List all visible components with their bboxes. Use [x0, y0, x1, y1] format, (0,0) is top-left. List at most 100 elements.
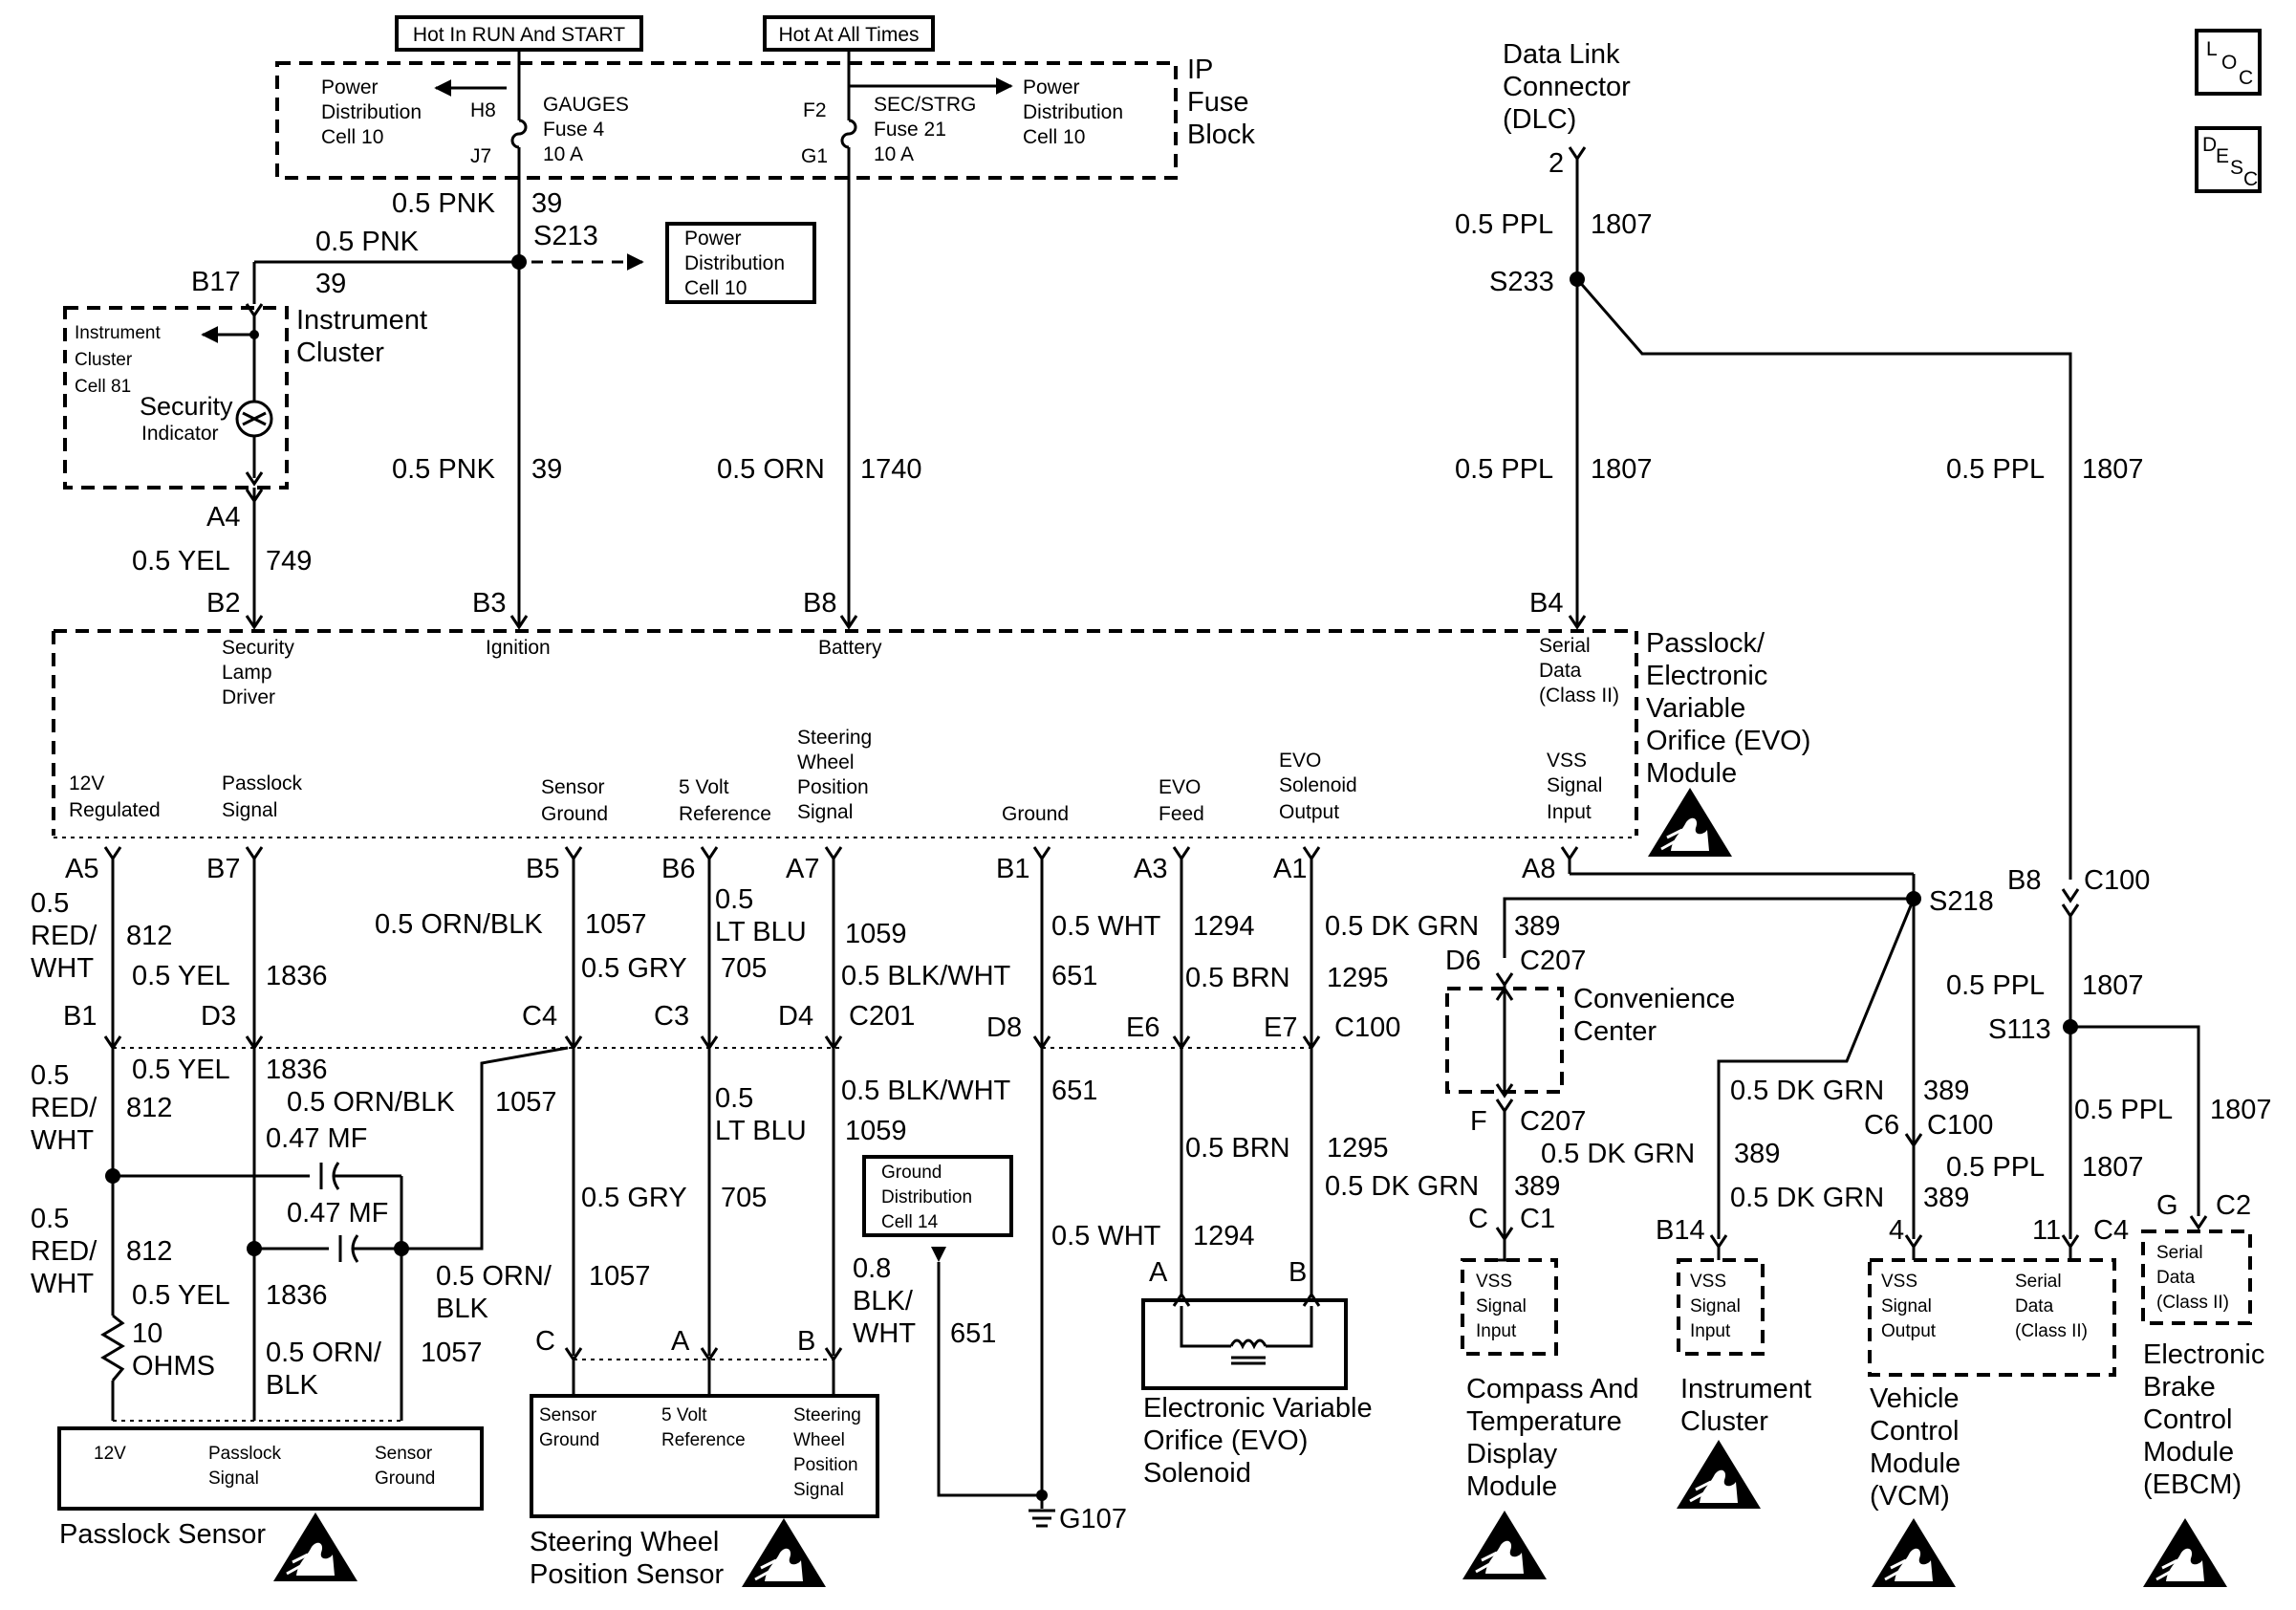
compass-name-1: Compass And — [1466, 1374, 1639, 1404]
conn-c100-right-label: C100 — [2084, 865, 2150, 896]
evo-pin-a-label: A — [1149, 1257, 1168, 1288]
desc-letter-s: S — [2230, 157, 2243, 179]
w812-b-1: 0.5 — [31, 1060, 69, 1091]
vcm-pin-4: 4 — [1889, 1215, 1904, 1246]
lbl-vss-1: VSS — [1547, 750, 1587, 772]
esd-ebcm-icon — [2141, 1516, 2229, 1589]
pin-b2-label: B2 — [206, 588, 240, 619]
convenience-label-1: Convenience — [1573, 984, 1735, 1014]
lbl-evo-sol-2: Solenoid — [1279, 774, 1357, 796]
cluster2-box-3: Input — [1690, 1321, 1731, 1341]
pin-a3-label: A3 — [1134, 854, 1167, 884]
connector-a4-label: A4 — [206, 502, 240, 533]
lbl-sensor-ground-2: Ground — [541, 803, 608, 825]
wire-1059: 1059 1059 0.5 BLK/WHT 0.5 BLK/WHT — [824, 859, 1011, 1356]
w1807-d-wire: 0.5 PPL — [2074, 1095, 2173, 1125]
desc-icon[interactable]: D E S C — [2195, 126, 2262, 193]
dlc-label-2: Connector — [1503, 72, 1631, 102]
wire-1807-label-3: 1807 — [2082, 454, 2144, 485]
w1057-ornblk-b2: BLK — [436, 1294, 488, 1324]
secstrg-fuse-number: Fuse 21 — [874, 119, 946, 141]
power-distribution-box: Power Distribution Cell 10 — [665, 222, 816, 304]
cluster2-box-2: Signal — [1690, 1296, 1741, 1316]
hot-in-run-and-start-label: Hot In RUN And START — [395, 15, 643, 52]
wire-1295: 0.5 BRN 1295 0.5 BRN 1295 B 0.5 DK GRN — [1185, 859, 1479, 1295]
w705-b-circuit: 705 — [721, 1183, 767, 1213]
evo-sol-name-1: Electronic Variable — [1143, 1393, 1373, 1424]
cluster2-box-1: VSS — [1690, 1272, 1726, 1292]
ip-fuse-block: IP Fuse Block Power Distribution Cell 10… — [275, 54, 1255, 180]
swps-lbl-6: Wheel — [793, 1430, 845, 1450]
ebcm-name-3: Control — [2143, 1404, 2233, 1435]
w389-top-wire: 0.5 DK GRN — [1325, 911, 1479, 942]
gauges-fuse: H8 J7 GAUGES Fuse 4 10 A — [470, 63, 629, 178]
swps-lbl-5: Steering — [793, 1405, 861, 1425]
loc-letter-o: O — [2221, 52, 2237, 74]
conn-c6-label: C6 — [1864, 1110, 1899, 1141]
conn-d6-label: D6 — [1445, 946, 1481, 976]
gauges-fuse-out-pin: J7 — [470, 145, 491, 167]
w1294-b-wire: 0.5 WHT — [1051, 1221, 1161, 1251]
w1836-c-wire: 0.5 YEL — [132, 1280, 230, 1311]
w1807-d-circuit: 1807 — [2210, 1095, 2272, 1125]
w389-b-circuit: 389 — [1734, 1139, 1780, 1169]
lbl-steering-4: Signal — [797, 801, 853, 823]
wire-yel-749-label: 0.5 YEL — [132, 546, 230, 577]
swps-pin-c: C — [535, 1326, 555, 1357]
lbl-security-1: Security — [222, 637, 294, 659]
w651-c-circuit: 651 — [950, 1318, 996, 1349]
esd-warning-icon — [1646, 786, 1734, 859]
pin-a7-label: A7 — [786, 854, 819, 884]
pin-b1-label: B1 — [996, 854, 1029, 884]
lbl-battery: Battery — [818, 637, 882, 659]
conn-e7-label: E7 — [1264, 1012, 1297, 1043]
wire-1836: 0.5 YEL 1836 D3 0.5 YEL 1836 0.5 YEL 183… — [132, 859, 328, 1421]
pin-a1-label: A1 — [1273, 854, 1307, 884]
w1807-c-wire: 0.5 PPL — [1946, 970, 2045, 1001]
vcm-name-2: Control — [1870, 1416, 1960, 1447]
vcm-right-3: (Class II) — [2015, 1321, 2088, 1341]
loc-icon[interactable]: L O C — [2195, 29, 2262, 96]
wire-39-label-1: 39 — [531, 188, 562, 219]
w1057-circuit-c: 1057 — [421, 1338, 483, 1368]
cap1-label: 0.47 MF — [266, 1123, 367, 1154]
conn-c207-bottom-label: C207 — [1520, 1106, 1586, 1137]
vehicle-control-module: VSS Signal Output Serial Data (Class II)… — [1868, 1247, 2116, 1589]
passlock-sensor-name: Passlock Sensor — [59, 1519, 266, 1550]
gauges-fuse-name: GAUGES — [543, 94, 629, 116]
conn-d4-label: D4 — [778, 1001, 813, 1032]
vcm-left-2: Signal — [1881, 1296, 1932, 1316]
compass-box-3: Input — [1476, 1321, 1517, 1341]
conn-c100-label: C100 — [1334, 1012, 1400, 1043]
esd-compass-icon — [1461, 1509, 1549, 1581]
w1294-b-circuit: 1294 — [1193, 1221, 1255, 1251]
vcm-pin-11: 11 — [2032, 1215, 2061, 1246]
ebcm-box-2: Data — [2156, 1268, 2196, 1288]
serial-data-right: B8 C100 0.5 PPL 1807 S113 0.5 PPL 1807 0… — [1946, 865, 2272, 1250]
w651-a-wire: 0.5 BLK/WHT — [841, 961, 1011, 991]
lbl-12v-1: 12V — [69, 772, 104, 794]
vss-network-389: S218 0.5 DK GRN 389 D6 C207 Convenience … — [1325, 859, 1994, 1250]
instrument-cluster-security: Instrument Cluster Instrument Cluster Ce… — [63, 303, 427, 608]
wire-39-label-3: 39 — [531, 454, 562, 485]
wire-pnk-label-3: 0.5 PNK — [392, 454, 496, 485]
vcm-name-1: Vehicle — [1870, 1383, 1960, 1414]
dlc-label-3: (DLC) — [1503, 104, 1576, 135]
swps-lbl-7: Position — [793, 1455, 858, 1475]
swps-pin-b: B — [797, 1326, 815, 1357]
w651-a-circuit: 651 — [1051, 961, 1097, 991]
module-name-5: Module — [1646, 758, 1737, 789]
w389-b-wire: 0.5 DK GRN — [1541, 1139, 1695, 1169]
wire-1807-label-2: 1807 — [1591, 454, 1653, 485]
cluster-inner-1: Instrument — [75, 323, 161, 343]
w389-a-circuit: 389 — [1514, 911, 1560, 942]
w1057-circuit-b: 1057 — [589, 1261, 651, 1292]
dlc-label-1: Data Link — [1503, 39, 1620, 70]
lbl-evo-sol-3: Output — [1279, 801, 1339, 823]
capacitor-network: 0.47 MF 0.47 MF 0.5 ORN/BLK 1057 0.5 ORN… — [113, 1046, 651, 1421]
w389-d-circuit: 389 — [1923, 1076, 1969, 1106]
swps-pin-a: A — [671, 1326, 690, 1357]
w812-a-3: WHT — [31, 953, 94, 984]
lbl-serial-3: (Class II) — [1539, 685, 1619, 707]
